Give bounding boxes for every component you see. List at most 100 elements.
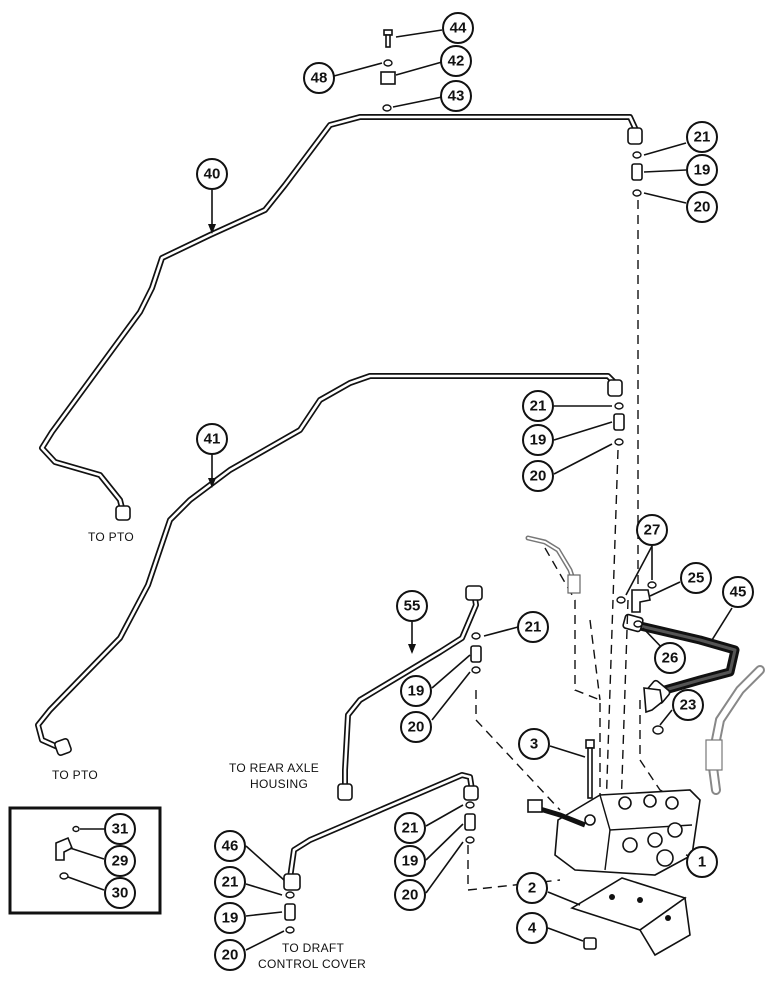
pipe-40 <box>39 114 643 521</box>
callout-21-46: 21 <box>214 866 246 898</box>
callout-20-low: 20 <box>394 879 426 911</box>
svg-text:46: 46 <box>222 838 239 855</box>
fitting-stack-mid <box>613 402 625 446</box>
svg-text:20: 20 <box>530 468 547 485</box>
callout-21-mid: 21 <box>522 390 554 422</box>
svg-text:40: 40 <box>204 166 221 183</box>
svg-text:2: 2 <box>528 880 536 897</box>
callout-46: 46 <box>214 830 246 862</box>
callout-20-55: 20 <box>400 711 432 743</box>
pipe-46-nut-top <box>463 785 479 801</box>
control-valve-body <box>527 789 701 876</box>
callout-20-mid: 20 <box>522 460 554 492</box>
callout-43: 43 <box>440 80 472 112</box>
svg-text:20: 20 <box>222 947 239 964</box>
svg-text:19: 19 <box>530 432 547 449</box>
callout-19-46: 19 <box>214 902 246 934</box>
label-to-rear-axle-line2: HOUSING <box>250 777 308 791</box>
bolt-3 <box>585 739 595 799</box>
callout-45: 45 <box>722 576 754 608</box>
clamp-parts <box>380 29 396 112</box>
inset-detail-box <box>8 806 162 915</box>
label-to-draft-line2: CONTROL COVER <box>258 957 366 971</box>
pipe-55 <box>337 585 483 801</box>
callout-4: 4 <box>516 912 548 944</box>
svg-text:1: 1 <box>698 854 706 871</box>
svg-text:20: 20 <box>402 887 419 904</box>
callout-27: 27 <box>636 514 668 546</box>
callout-42: 42 <box>440 45 472 77</box>
callout-23: 23 <box>672 689 704 721</box>
callout-40: 40 <box>196 158 228 190</box>
callout-25: 25 <box>680 562 712 594</box>
svg-text:20: 20 <box>408 719 425 736</box>
callout-19-mid: 19 <box>522 424 554 456</box>
svg-text:26: 26 <box>662 650 679 667</box>
pipe-40-nut-valve <box>627 127 643 145</box>
svg-text:30: 30 <box>112 885 129 902</box>
pipe-55-nut-top <box>465 585 483 601</box>
callout-2: 2 <box>516 872 548 904</box>
label-to-draft-line1: TO DRAFT <box>282 941 345 955</box>
fitting-stack-low <box>464 801 476 844</box>
label-to-pto-upper: TO PTO <box>88 530 134 544</box>
label-to-pto-lower: TO PTO <box>52 768 98 782</box>
callout-44: 44 <box>442 12 474 44</box>
svg-text:19: 19 <box>402 853 419 870</box>
pipe-40-nut-pto <box>115 505 131 521</box>
leader-arrowheads <box>208 224 416 654</box>
svg-text:4: 4 <box>528 920 537 937</box>
svg-text:41: 41 <box>204 431 221 448</box>
svg-text:45: 45 <box>730 584 747 601</box>
label-to-rear-axle-line1: TO REAR AXLE <box>229 761 319 775</box>
callout-55: 55 <box>396 590 428 622</box>
callout-19-top: 19 <box>686 154 718 186</box>
callout-21-top: 21 <box>686 121 718 153</box>
svg-text:19: 19 <box>222 910 239 927</box>
svg-text:21: 21 <box>530 398 547 415</box>
fitting-stack-55 <box>470 632 482 674</box>
callout-1: 1 <box>686 846 718 878</box>
svg-text:19: 19 <box>408 683 425 700</box>
svg-text:48: 48 <box>311 70 328 87</box>
svg-text:27: 27 <box>644 522 661 539</box>
callout-29: 29 <box>104 845 136 877</box>
callout-19-low: 19 <box>394 845 426 877</box>
fitting-stack-top <box>631 151 643 197</box>
callout-41: 41 <box>196 423 228 455</box>
mounting-bracket <box>570 877 691 957</box>
pipe-41 <box>35 373 623 756</box>
svg-text:29: 29 <box>112 853 129 870</box>
callout-3: 3 <box>518 728 550 760</box>
svg-text:20: 20 <box>694 199 711 216</box>
callout-19-55: 19 <box>400 675 432 707</box>
fitting-stack-46 <box>284 891 296 934</box>
pipe-41-nut-valve <box>607 379 623 397</box>
pipe-46 <box>283 772 479 891</box>
svg-text:31: 31 <box>112 821 129 838</box>
pipe-46-nut-bottom <box>283 873 301 891</box>
svg-text:21: 21 <box>694 129 711 146</box>
svg-text:23: 23 <box>680 697 697 714</box>
svg-text:21: 21 <box>222 874 239 891</box>
callout-21-55: 21 <box>517 611 549 643</box>
callout-26: 26 <box>654 642 686 674</box>
callout-21-low: 21 <box>394 812 426 844</box>
pipe-55-nut-bottom <box>337 783 353 801</box>
callout-31: 31 <box>104 813 136 845</box>
svg-text:21: 21 <box>525 619 542 636</box>
ghost-fittings <box>525 535 765 795</box>
svg-text:21: 21 <box>402 820 419 837</box>
svg-text:44: 44 <box>450 20 467 37</box>
svg-text:25: 25 <box>688 570 705 587</box>
pipe-41-nut-pto <box>54 738 72 756</box>
callout-20-46: 20 <box>214 939 246 971</box>
callout-30: 30 <box>104 877 136 909</box>
svg-text:43: 43 <box>448 88 465 105</box>
svg-text:55: 55 <box>404 598 421 615</box>
svg-text:42: 42 <box>448 53 465 70</box>
callout-20-top: 20 <box>686 191 718 223</box>
elbow-fittings-25-27 <box>616 581 664 735</box>
svg-text:3: 3 <box>530 736 538 753</box>
